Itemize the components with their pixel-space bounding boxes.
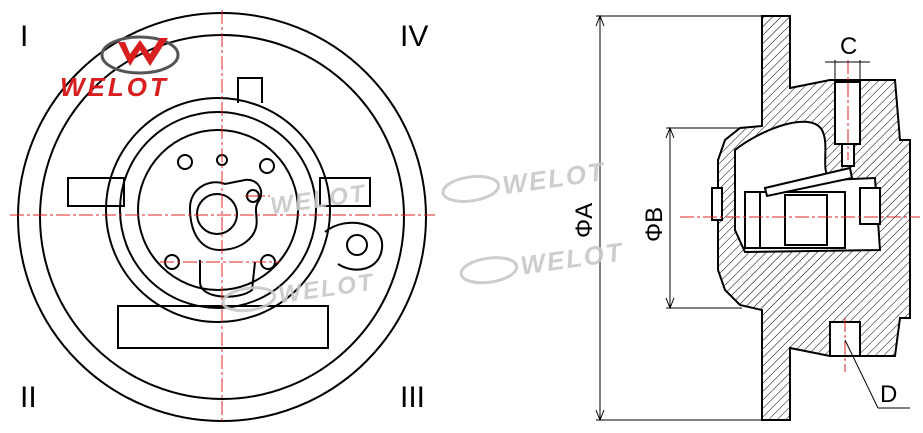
right-face: [859, 187, 881, 225]
dimension-label-a: ΦA: [571, 203, 598, 238]
side-ear-hole: [346, 234, 368, 256]
watermark-swoosh-icon: [459, 256, 519, 285]
top-boss: [237, 77, 263, 103]
center-bore: [196, 193, 238, 235]
logo-swoosh-icon: [100, 35, 180, 75]
slanted-channel: [763, 166, 854, 198]
end-stub: [711, 187, 723, 221]
dimension-label-c: C: [840, 33, 857, 60]
watermark-text: WELOT: [519, 236, 626, 280]
section-view: [711, 15, 911, 421]
bottom-plate: [117, 305, 329, 349]
quadrant-label-i: I: [20, 20, 28, 53]
section-center-lines: [680, 60, 920, 372]
quadrant-label-iii: III: [400, 381, 425, 414]
right-lug: [319, 177, 371, 207]
bolt-hole: [177, 154, 193, 170]
bolt-hole: [259, 158, 275, 174]
lower-cavity: [199, 260, 256, 298]
watermark-swoosh-icon: [221, 286, 277, 313]
quadrant-label-iv: IV: [400, 20, 428, 53]
watermark-text: WELOT: [269, 180, 369, 220]
watermark-swoosh-icon: [441, 174, 501, 203]
quadrant-label-ii: II: [20, 381, 37, 414]
side-ear: [324, 221, 384, 271]
housing-inner-circle: [137, 129, 299, 291]
front-center-lines: [10, 10, 435, 424]
keyhole-cutout: [188, 178, 263, 252]
housing-mid-circle: [119, 111, 317, 309]
watermark-text: WELOT: [501, 156, 608, 200]
left-lug: [67, 177, 125, 207]
logo-text: WELOT: [60, 72, 169, 102]
dimension-lines: [595, 14, 910, 422]
brand-logo: WELOT: [60, 35, 180, 102]
logo-w-icon: [118, 38, 168, 66]
dimension-label-b: ΦB: [641, 207, 668, 242]
dimension-label-d: D: [880, 381, 897, 408]
housing-outer-circle: [105, 97, 331, 323]
shaft-collar: [784, 194, 828, 246]
